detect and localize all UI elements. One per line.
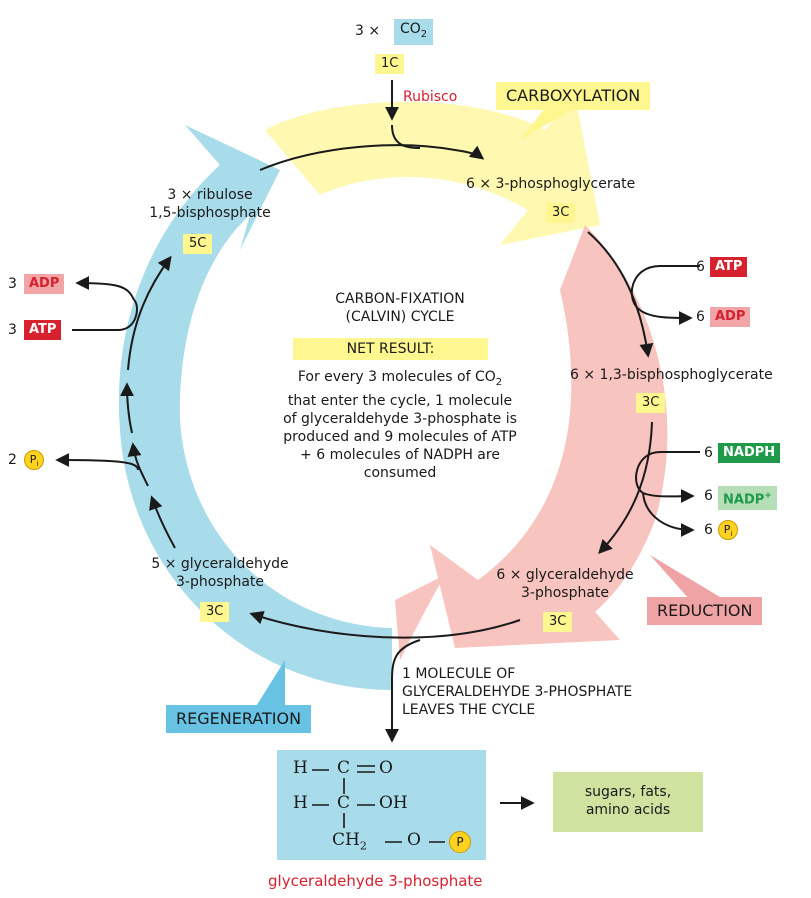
g3p-exit-line <box>385 639 421 743</box>
reduction-arrow-tail <box>395 575 445 660</box>
regen-atp-count: 3 <box>8 322 17 338</box>
pga-label: 6 × 3-phosphoglycerate <box>466 176 636 192</box>
regen-atp-in-line <box>72 299 138 331</box>
rubisco-label: Rubisco <box>403 89 458 105</box>
bpg-to-g3p-line <box>598 421 653 555</box>
phosphate-icon: P <box>449 831 471 853</box>
regen-segment-1 <box>149 495 176 549</box>
regen-adp-out-line <box>75 276 135 301</box>
adp-out-line <box>639 309 693 325</box>
structure-o3: O <box>407 830 421 850</box>
reduction-adp-count: 6 <box>696 309 705 325</box>
nadph-box: NADPH <box>718 443 781 463</box>
g3p-five-carbons: 3C <box>200 602 230 622</box>
pga-to-bpg-line <box>587 231 654 358</box>
products-label: sugars, fats,amino acids <box>584 784 672 818</box>
structure-h2: H <box>293 793 308 813</box>
reduction-atp-box: ATP <box>710 257 748 277</box>
reduction-callout-tail <box>650 555 725 600</box>
reduction-pi-count: 6 <box>704 522 713 538</box>
co2-merge-line <box>391 124 421 149</box>
atp-in-line <box>630 265 700 311</box>
regen-adp-box: ADP <box>24 274 65 294</box>
pi-out-line-regeneration <box>55 453 139 471</box>
structure-h1: H <box>293 758 308 778</box>
bpg-carbons: 3C <box>636 393 666 413</box>
reduction-pi-icon: Pi <box>718 520 738 540</box>
carboxylation-line <box>259 144 485 171</box>
regeneration-arrow <box>118 125 393 690</box>
regeneration-callout-tail <box>255 660 285 708</box>
regen-pi-icon: Pi <box>24 450 44 470</box>
nadph-in-line <box>635 451 700 494</box>
net-result-label: NET RESULT: <box>293 338 488 360</box>
rubp-carbons: 5C <box>183 234 213 254</box>
regen-adp-count: 3 <box>8 276 17 292</box>
nadp-box: NADP+ <box>718 486 777 511</box>
carboxylation-arrow <box>265 95 600 245</box>
structure-c2: C <box>337 793 351 813</box>
structure-oh: OH <box>379 793 408 813</box>
co2-box: CO2 <box>394 19 434 45</box>
structure-ch2: CH2 <box>332 830 367 853</box>
reduction-adp-box: ADP <box>710 307 751 327</box>
pi-out-line-reduction <box>642 492 695 537</box>
regeneration-callout: REGENERATION <box>166 705 312 733</box>
structure-o1: O <box>379 758 393 778</box>
carboxylation-callout: CARBOXYLATION <box>496 82 651 110</box>
structure-caption: glyceraldehyde 3-phosphate <box>268 872 483 890</box>
regen-atp-box: ATP <box>24 320 62 340</box>
g3p-to-regeneration-line <box>249 610 521 639</box>
g3p-six-carbons: 3C <box>543 612 573 632</box>
nadp-count: 6 <box>704 488 713 504</box>
regen-pi-count: 2 <box>8 452 17 468</box>
regen-segment-2 <box>127 442 149 487</box>
co2-carbons: 1C <box>375 54 405 74</box>
regen-segment-4 <box>127 255 172 371</box>
products-box: sugars, fats,amino acids <box>553 772 703 832</box>
cycle-title: CARBON-FIXATION(CALVIN) CYCLE <box>335 291 465 325</box>
pga-carbons: 3C <box>546 203 576 223</box>
reduction-atp-count: 6 <box>696 259 705 275</box>
bpg-label: 6 × 1,3-bisphosphoglycerate <box>570 367 773 383</box>
nadp-out-line <box>642 489 695 504</box>
g3p-structure-box: H C O H C OH CH2 O P <box>277 750 486 860</box>
structure-c1: C <box>337 758 351 778</box>
co2-multiplier: 3 × <box>355 23 381 39</box>
carboxylation-callout-tail <box>520 108 575 140</box>
nadph-count: 6 <box>704 445 713 461</box>
structure-bonds <box>312 765 445 843</box>
reduction-callout: REDUCTION <box>647 597 763 625</box>
regen-segment-3 <box>120 382 135 434</box>
net-result-description: For every 3 molecules of CO2 that enter … <box>283 369 517 481</box>
